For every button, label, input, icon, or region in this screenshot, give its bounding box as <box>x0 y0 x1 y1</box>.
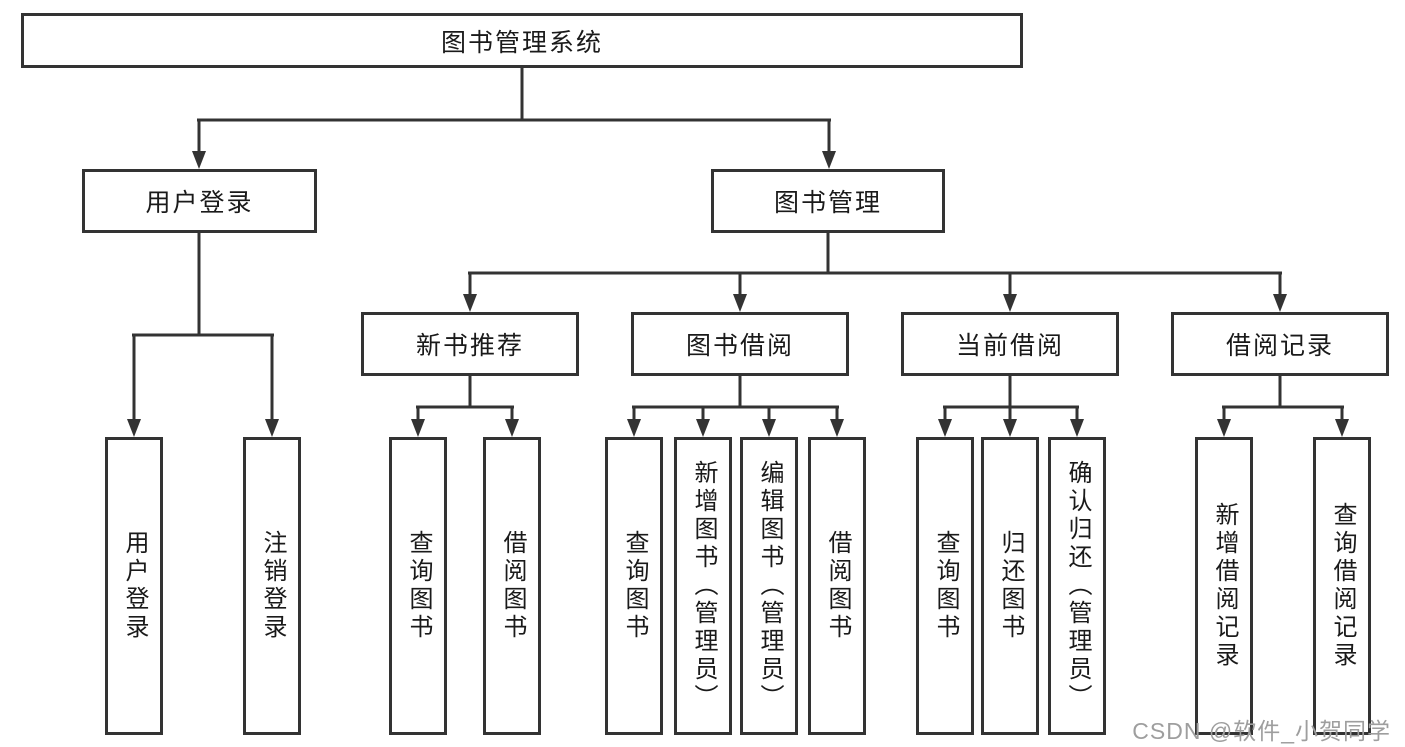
node-label: 查询借阅记录 <box>1329 502 1356 670</box>
watermark: CSDN @软件_小贺同学 <box>1132 718 1391 744</box>
node-label: 归还图书 <box>997 530 1024 642</box>
node-current-borrow: 当前借阅 <box>901 312 1119 376</box>
leaf-logout: 注销登录 <box>243 437 301 735</box>
leaf-query-borrow-record: 查询借阅记录 <box>1313 437 1371 735</box>
node-label: 新增图书（管理员） <box>690 460 717 712</box>
node-label: 图书借阅 <box>685 332 794 360</box>
leaf-add-borrow-record: 新增借阅记录 <box>1195 437 1253 735</box>
node-label: 查询图书 <box>932 530 959 642</box>
node-label: 用户登录 <box>145 189 254 217</box>
node-root: 图书管理系统 <box>21 13 1023 68</box>
leaf-user-login: 用户登录 <box>105 437 163 735</box>
node-label: 编辑图书（管理员） <box>756 460 783 712</box>
arrowheads <box>127 151 1349 437</box>
node-label: 借阅记录 <box>1225 332 1334 360</box>
leaf-add-book-admin: 新增图书（管理员） <box>674 437 732 735</box>
node-borrow-records: 借阅记录 <box>1171 312 1389 376</box>
leaf-query-books-2: 查询图书 <box>605 437 663 735</box>
leaf-return-books: 归还图书 <box>981 437 1039 735</box>
node-user-login: 用户登录 <box>82 169 317 233</box>
node-label: 查询图书 <box>621 530 648 642</box>
node-label: 借阅图书 <box>499 530 526 642</box>
node-label: 查询图书 <box>405 530 432 642</box>
node-label: 图书管理 <box>773 189 882 217</box>
node-label: 图书管理系统 <box>440 28 603 57</box>
node-label: 用户登录 <box>121 530 148 642</box>
leaf-query-books-3: 查询图书 <box>916 437 974 735</box>
leaf-borrow-books-1: 借阅图书 <box>483 437 541 735</box>
leaf-confirm-return-admin: 确认归还（管理员） <box>1048 437 1106 735</box>
leaf-query-books-1: 查询图书 <box>389 437 447 735</box>
node-label: 注销登录 <box>259 530 286 642</box>
node-label: 新增借阅记录 <box>1211 502 1238 670</box>
node-new-book-rec: 新书推荐 <box>361 312 579 376</box>
node-label: 确认归还（管理员） <box>1064 460 1091 712</box>
node-book-borrow: 图书借阅 <box>631 312 849 376</box>
node-book-mgmt: 图书管理 <box>711 169 945 233</box>
connector-paths <box>132 66 1344 424</box>
node-label: 新书推荐 <box>415 332 524 360</box>
node-label: 借阅图书 <box>824 530 851 642</box>
leaf-borrow-books-2: 借阅图书 <box>808 437 866 735</box>
leaf-edit-book-admin: 编辑图书（管理员） <box>740 437 798 735</box>
node-label: 当前借阅 <box>955 332 1064 360</box>
